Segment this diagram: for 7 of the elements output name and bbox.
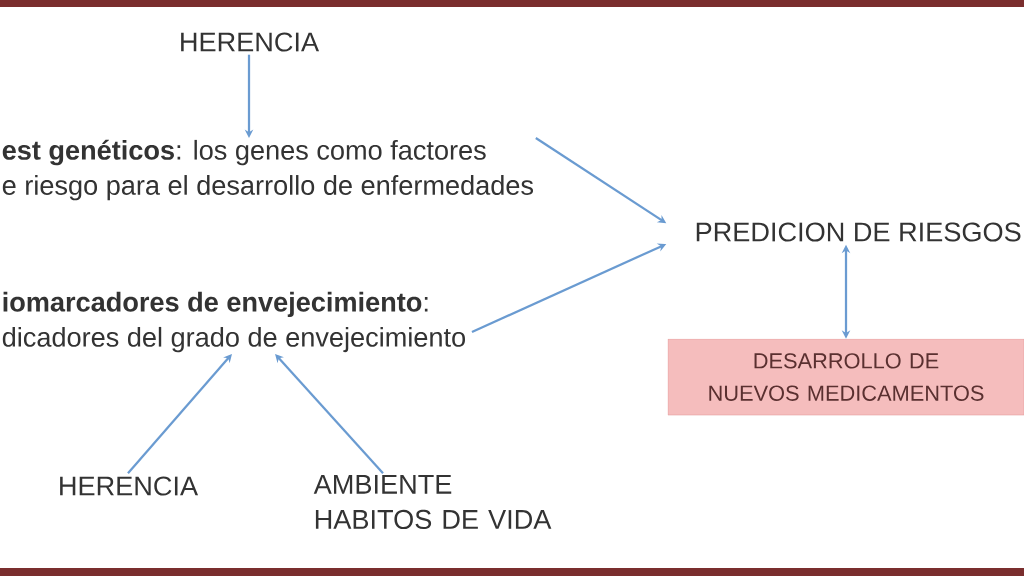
description-text: iomarcadores de envejecimiento: dicadores del grado de envejecimiento (2, 291, 465, 353)
label-text: PREDICION DE RIESGOS (696, 222, 1021, 242)
process-box: DESARROLLO DE NUEVOS MEDICAMENTOS (667, 338, 1024, 416)
label-text: HERENCIA (60, 476, 199, 496)
description-text: est genéticos: los genes como factores e riesgo para el desarrollo de enfermedades (2, 139, 534, 201)
label-text: AMBIENTE HABITOS DE VIDA (313, 474, 552, 530)
label-text: HERENCIA (181, 32, 320, 52)
